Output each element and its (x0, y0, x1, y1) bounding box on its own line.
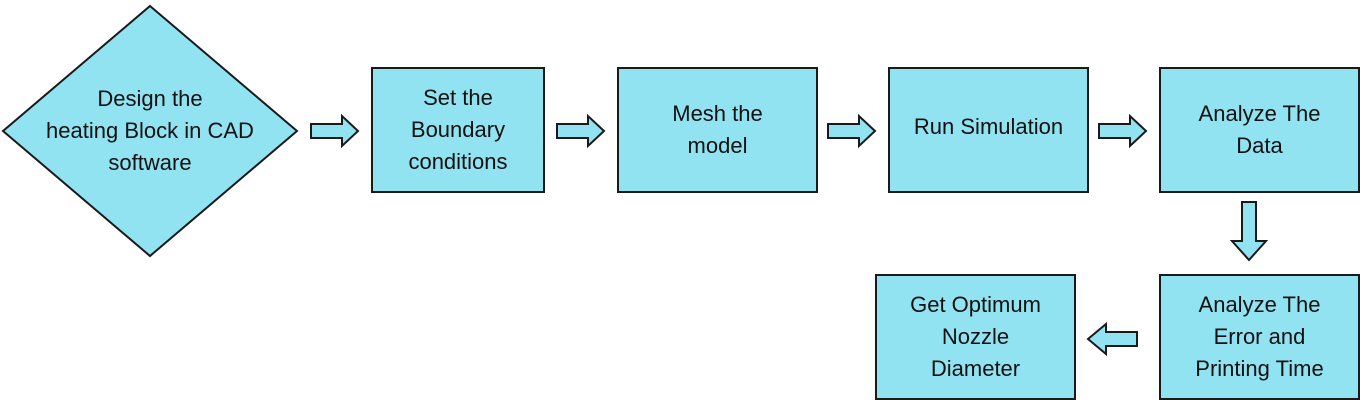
node-analyze-error-shape (1159, 274, 1360, 400)
node-boundary-label: Set the Boundary conditions (408, 85, 508, 174)
node-analyze-data-label: Analyze The Data (1198, 101, 1321, 158)
node-analyze-error-label: Analyze The Error and Printing Time (1195, 292, 1324, 381)
node-mesh-shape (617, 67, 818, 193)
node-mesh-label: Mesh the model (672, 101, 763, 158)
node-boundary-shape (371, 67, 545, 193)
arrow-design-to-boundary (310, 113, 360, 149)
arrow-simulation-to-analyze-data (1098, 113, 1148, 149)
arrow-analyze-error-to-optimum (1086, 321, 1138, 357)
node-design-label: Design the heating Block in CAD software (46, 86, 254, 175)
node-optimum-label: Get Optimum Nozzle Diameter (910, 292, 1041, 381)
arrow-mesh-to-simulation (827, 113, 877, 149)
arrow-analyze-data-to-analyze-error (1229, 201, 1269, 262)
arrow-boundary-to-mesh (556, 113, 606, 149)
node-simulation-label: Run Simulation (913, 114, 1064, 139)
node-optimum-shape (875, 274, 1076, 400)
node-design-shape (1, 4, 299, 258)
node-simulation-shape (888, 67, 1089, 193)
node-analyze-data-shape (1159, 67, 1360, 193)
